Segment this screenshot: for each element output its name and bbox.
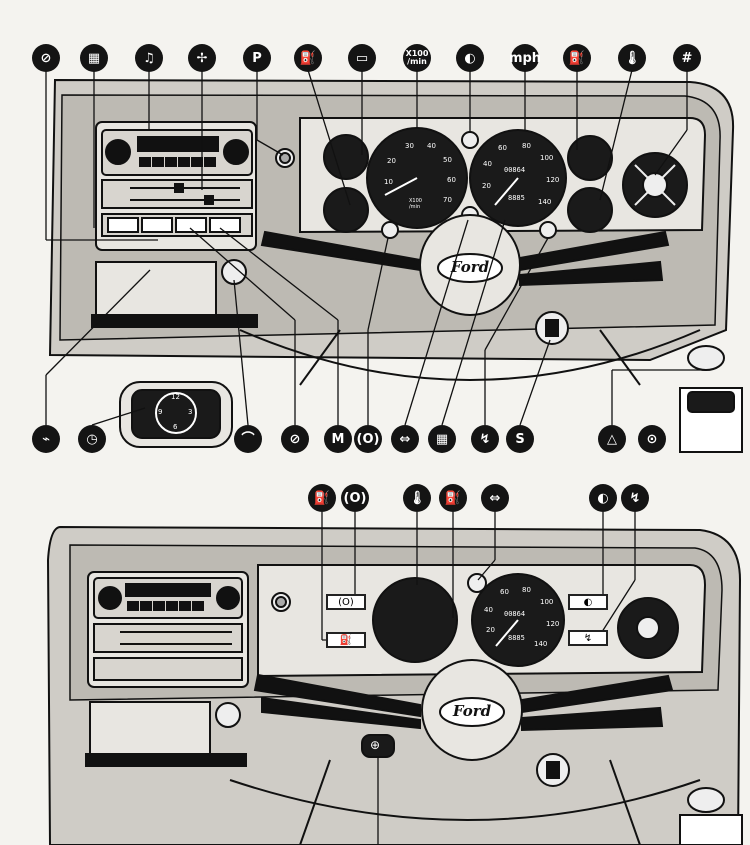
turn-signal-icon: ⇔: [391, 425, 419, 453]
rear-window-wiper-icon: ⊘: [32, 44, 60, 72]
heated-window-icon: ▦: [428, 425, 456, 453]
top-ford-badge: Ford: [450, 258, 490, 276]
top-right-stalk: [519, 230, 670, 272]
turn-signal-icon: ⇔: [481, 484, 509, 512]
top-temp-gauge: [567, 187, 613, 233]
top-panel: [45, 69, 743, 453]
parking-brake-icon: P: [243, 44, 271, 72]
bottom-glovebox: [89, 701, 211, 758]
clock-icon: ◷: [78, 425, 106, 453]
speedo-tick-label: 80: [522, 142, 531, 150]
choke-icon: ↯: [621, 484, 649, 512]
car-light-icon: ⊙: [638, 425, 666, 453]
bottom-ford-badge: Ford: [452, 702, 492, 720]
speedo-tick-label: 100: [540, 154, 554, 162]
tacho-tick-label: 40: [427, 142, 436, 150]
speedo-tick-label: 40: [484, 606, 493, 614]
tachometer-icon: X100 /min: [403, 44, 431, 72]
odometer: 00864: [504, 610, 526, 618]
fan-icon: ✢: [188, 44, 216, 72]
gear-lever-icon: #: [673, 44, 701, 72]
bottom-panel: [46, 512, 743, 845]
tacho-unit-label: X100 /min: [409, 198, 422, 210]
tacho-tick-label: 20: [387, 157, 396, 165]
main-beam-icon: ◐: [456, 44, 484, 72]
top-fuel-gauge: [567, 135, 613, 181]
rear-window-heater-icon: ▦: [80, 44, 108, 72]
top-battery-gauge: [323, 134, 369, 180]
top-clock-face: 12 3 6 9: [156, 393, 196, 433]
windscreen-washer-icon: M: [324, 425, 352, 453]
fuel-gauge-icon: ⛽: [563, 44, 591, 72]
ashtray-icon: ⌒: [234, 425, 262, 453]
hazard-warning-icon: △: [598, 425, 626, 453]
top-oil-gauge: [323, 187, 369, 233]
battery-charge-icon: ▭: [348, 44, 376, 72]
top-leader-lines: [45, 69, 688, 241]
cigar-lighter-icon: ⌁: [32, 425, 60, 453]
tacho-tick-label: 60: [447, 176, 456, 184]
fuel-gauge-icon: ⛽: [439, 484, 467, 512]
brake-warning-icon: (O): [341, 484, 369, 512]
trip-meter: 8885: [508, 194, 525, 202]
bottom-warning-box-brake: (O): [326, 594, 366, 610]
top-left-stalk: [260, 230, 421, 272]
odometer: 00864: [504, 166, 526, 174]
tacho-tick-label: 10: [384, 178, 393, 186]
speedo-tick-label: 60: [498, 144, 507, 152]
coolant-temp-icon: 🌡: [403, 484, 431, 512]
top-glovebox: [95, 261, 217, 319]
bottom-warning-box-choke: ↯: [568, 630, 608, 646]
tacho-tick-label: 70: [443, 196, 452, 204]
speedo-tick-label: 60: [500, 588, 509, 596]
top-speedo-scale: 20 40 60 80 100 120 140 00864 8885: [470, 130, 566, 226]
speedometer-icon: mph: [509, 44, 541, 72]
main-beam-icon: ◐: [589, 484, 617, 512]
trip-meter: 8885: [508, 634, 525, 642]
windscreen-wiper-icon: ⊘: [281, 425, 309, 453]
bottom-left-stalk: [253, 673, 421, 718]
bottom-leader-lines: [321, 512, 636, 845]
speedo-tick-label: 20: [486, 626, 495, 634]
speedo-tick-label: 40: [483, 160, 492, 168]
speedo-tick-label: 20: [482, 182, 491, 190]
tacho-scale: 10 20 30 40 50 60 70 X100 /min: [367, 128, 467, 228]
horn-icon: ⊕: [370, 738, 381, 752]
bottom-warning-box-beam: ◐: [568, 594, 608, 610]
top-heater-controls: [101, 179, 253, 209]
speedo-tick-label: 80: [522, 586, 531, 594]
bottom-speedo-scale: 20 40 60 80 100 120 140 00864 8885: [472, 574, 564, 666]
clock-number: 9: [158, 408, 163, 416]
radio-icon: ♫: [135, 44, 163, 72]
bottom-right-stalk: [521, 674, 674, 714]
oil-pressure-icon: ⛽: [294, 44, 322, 72]
speedo-tick-label: 120: [546, 176, 560, 184]
bottom-combi-gauge: [372, 577, 458, 663]
clock-number: 6: [173, 423, 178, 431]
speedo-tick-label: 100: [540, 598, 554, 606]
speedo-tick-label: 140: [534, 640, 548, 648]
bottom-warning-box-oil: ⛽: [326, 632, 366, 648]
tacho-tick-label: 50: [443, 156, 452, 164]
oil-pressure-icon: ⛽: [308, 484, 336, 512]
speedo-tick-label: 120: [546, 620, 560, 628]
coolant-temp-icon: 🌡: [618, 44, 646, 72]
clock-number: 12: [171, 393, 180, 401]
ignition-icon: S: [506, 425, 534, 453]
speedo-tick-label: 140: [538, 198, 552, 206]
clock-number: 3: [188, 408, 193, 416]
choke-icon: ↯: [471, 425, 499, 453]
top-leader-lines-lower: [45, 219, 705, 426]
brake-warning-icon: (O): [354, 425, 382, 453]
tacho-tick-label: 30: [405, 142, 414, 150]
